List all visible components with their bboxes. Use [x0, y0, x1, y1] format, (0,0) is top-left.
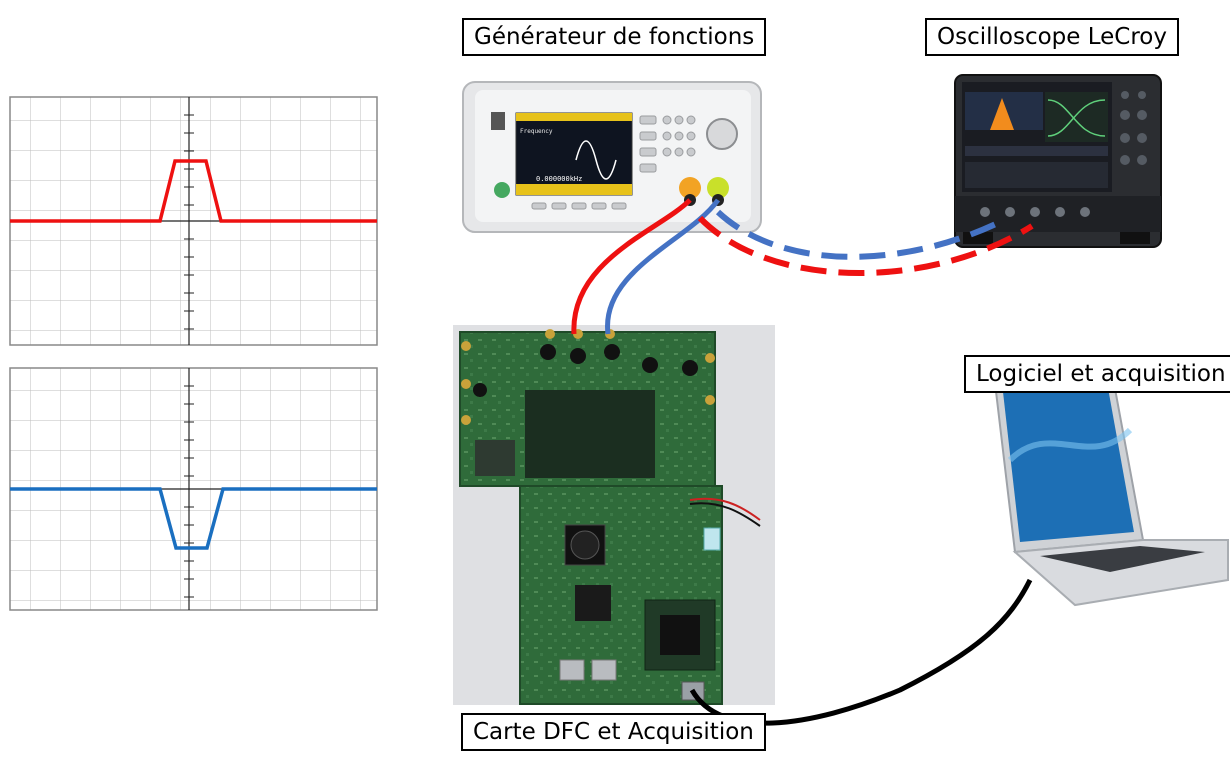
- negative-pulse-trace: [10, 487, 377, 550]
- negative-pulse-scope-plot: [9, 367, 378, 611]
- laptop-computer: [993, 376, 1229, 607]
- blue-dashed-probe-cable: [715, 209, 1002, 260]
- function-generator-label: Générateur de fonctions: [462, 18, 767, 56]
- positive-pulse-trace: [10, 159, 377, 223]
- blue-coax-cable: [605, 198, 721, 335]
- oscilloscope-label: Oscilloscope LeCroy: [925, 18, 1179, 56]
- pcb-board: [453, 325, 775, 705]
- oscilloscope-device: [954, 74, 1162, 248]
- red-dashed-probe-cable: [697, 215, 1034, 276]
- board-label: Carte DFC et Acquisition: [461, 713, 766, 751]
- red-coax-cable: [571, 198, 692, 335]
- generator-frequency-label: Frequency: [520, 128, 553, 135]
- software-label: Logiciel et acquisition: [964, 355, 1230, 393]
- function-generator-device: Frequency 0.000000kHz: [462, 81, 762, 233]
- positive-pulse-scope-plot: [9, 96, 378, 346]
- generator-frequency-value: 0.000000kHz: [536, 175, 582, 183]
